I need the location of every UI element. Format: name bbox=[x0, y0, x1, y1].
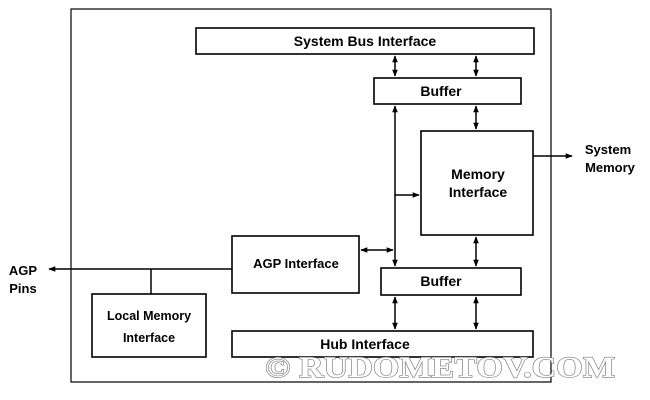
top-buffer-block: Buffer bbox=[373, 77, 522, 105]
local-memory-interface-label-line2: Interface bbox=[123, 331, 175, 345]
memory-interface-label-line2: Interface bbox=[449, 184, 508, 200]
system-memory-label-line1: System bbox=[585, 142, 631, 157]
system-bus-interface-block: System Bus Interface bbox=[195, 27, 535, 55]
local-memory-interface-block: Local Memory Interface bbox=[91, 293, 207, 358]
agp-interface-block: AGP Interface bbox=[231, 235, 360, 294]
agp-pins-label-line2: Pins bbox=[9, 281, 36, 296]
hub-interface-block: Hub Interface bbox=[231, 330, 534, 358]
connectors bbox=[48, 55, 573, 330]
system-memory-label-line2: Memory bbox=[585, 160, 636, 175]
memory-interface-label-line1: Memory bbox=[451, 166, 505, 182]
agp-interface-label: AGP Interface bbox=[253, 256, 339, 271]
bottom-buffer-label: Buffer bbox=[420, 273, 462, 289]
top-buffer-label: Buffer bbox=[420, 83, 462, 99]
agp-pins-label-line1: AGP bbox=[9, 263, 38, 278]
hub-interface-label: Hub Interface bbox=[320, 336, 410, 352]
bottom-buffer-block: Buffer bbox=[380, 267, 522, 296]
memory-interface-block: Memory Interface bbox=[420, 130, 534, 236]
watermark-text: © RUDOMETOV.COM bbox=[265, 351, 615, 384]
local-memory-interface-label-line1: Local Memory bbox=[107, 309, 191, 323]
system-bus-interface-label: System Bus Interface bbox=[294, 33, 437, 49]
